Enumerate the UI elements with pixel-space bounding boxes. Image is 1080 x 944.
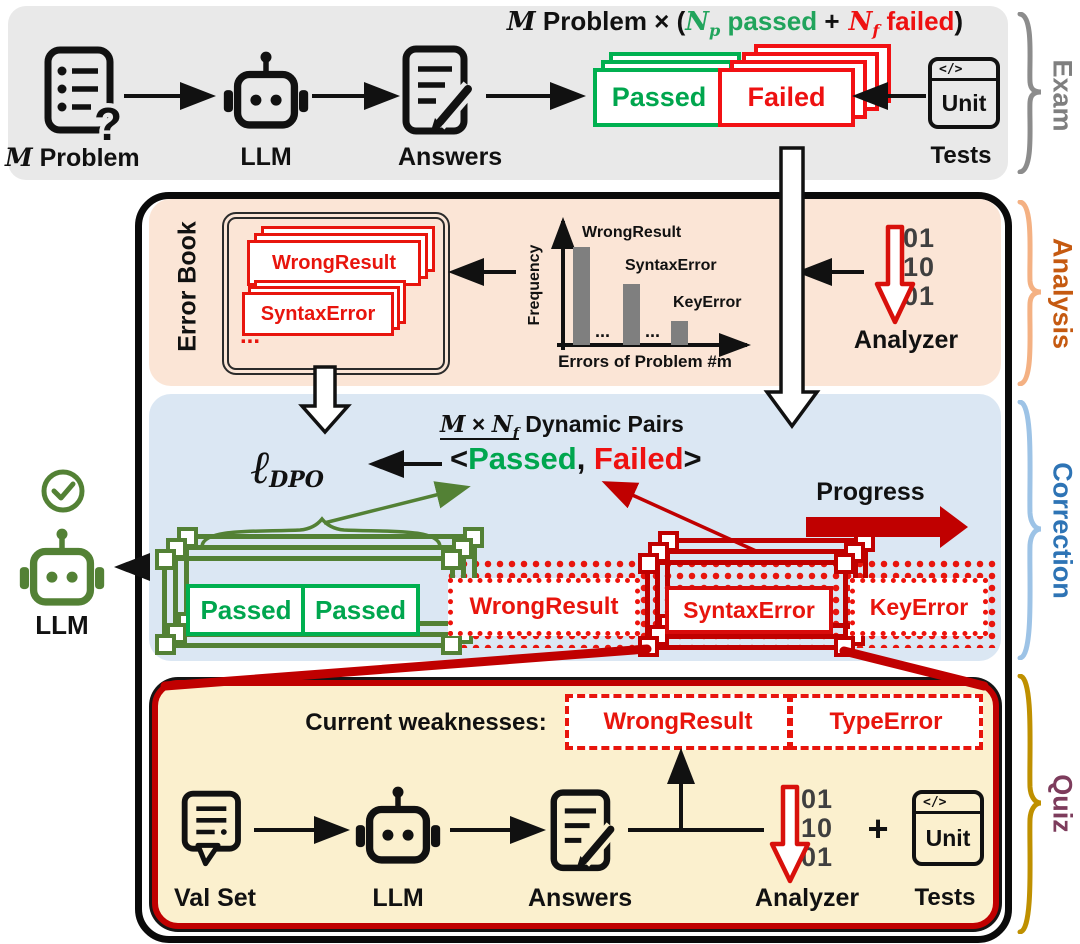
problem-label: M Problem	[5, 143, 140, 172]
chart-xlabel: Errors of Problem #m	[558, 352, 732, 371]
exam-brace	[1017, 12, 1042, 174]
keyerror-card: KeyError	[850, 578, 988, 636]
bar-label-keyerror: KeyError	[673, 294, 741, 311]
exam-header-m: M	[506, 7, 536, 37]
val-set-label: Val Set	[174, 884, 256, 912]
problem-list-icon: ?	[44, 46, 120, 144]
exam-header-passed: passed	[720, 6, 825, 36]
correction-brace	[1017, 400, 1042, 660]
quiz-answers-label: Answers	[528, 884, 633, 912]
bar-syntaxerror	[623, 284, 640, 345]
bar-label-syntaxerror: SyntaxError	[625, 257, 717, 274]
stage-label-exam: Exam	[1047, 59, 1078, 132]
book-card-syntaxerror: SyntaxError	[242, 292, 394, 336]
analyzer-label: Analyzer	[853, 326, 959, 354]
llm-label: LLM	[240, 143, 292, 171]
chart-ylabel: Frequency	[526, 244, 543, 325]
correction-passed-card-2: Passed	[301, 584, 420, 636]
val-set-icon	[181, 790, 241, 867]
quiz-tests-label: Tests	[914, 884, 976, 911]
exam-header-nf: N	[839, 7, 873, 37]
code-icon: </>	[932, 61, 996, 81]
weakness-wrongresult: WrongResult	[565, 694, 791, 750]
progress-label: Progress	[816, 478, 925, 506]
stage-label-analysis: Analysis	[1047, 237, 1078, 350]
tests-label: Tests	[930, 142, 992, 169]
analysis-brace	[1017, 200, 1042, 386]
quiz-analyzer-bits: 01 10 01	[801, 784, 834, 872]
bar-keyerror	[671, 321, 688, 345]
svg-text:?: ?	[94, 98, 120, 144]
unit-tests-icon: </> Unit	[928, 57, 1000, 129]
failed-card: Failed	[718, 68, 855, 127]
tuned-llm-label: LLM	[35, 610, 89, 640]
exam-header-problem: Problem × (	[535, 6, 686, 36]
correction-passed-card-1: Passed	[186, 584, 306, 636]
plus-sign: +	[867, 808, 889, 849]
bar-label-wrongresult: WrongResult	[582, 224, 682, 241]
answers-label: Answers	[398, 143, 503, 171]
passed-card: Passed	[593, 68, 725, 127]
weakness-typeerror: TypeError	[789, 694, 983, 750]
quiz-unit-tests-icon: </> Unit	[912, 790, 984, 866]
exam-header-np: N	[685, 7, 709, 37]
quiz-llm-label: LLM	[372, 884, 424, 912]
exam-header: M Problem × (Np passed + Nf failed)	[506, 6, 964, 41]
quiz-analyzer-label: Analyzer	[754, 884, 860, 912]
error-frequency-chart: WrongResult SyntaxError KeyError ... ...…	[526, 217, 751, 371]
syntaxerror-card: SyntaxError	[665, 586, 833, 634]
exam-header-failed: failed	[879, 6, 955, 36]
dynamic-pairs-title: M × Nf Dynamic Pairs	[440, 411, 684, 442]
quiz-brace	[1017, 674, 1042, 934]
analyzer-bits: 01 10 01	[903, 223, 936, 311]
wrongresult-card: WrongResult	[448, 578, 640, 636]
check-circle-icon	[41, 469, 85, 513]
code-icon: </>	[916, 794, 980, 814]
pair-text: <Passed, Failed>	[450, 441, 702, 476]
llm-robot-icon	[223, 51, 309, 129]
answers-doc-icon	[402, 45, 477, 135]
pair-passed: Passed	[468, 441, 577, 476]
stage-label-correction: Correction	[1047, 462, 1078, 599]
llm-robot-icon-green	[19, 528, 105, 606]
quiz-answers-icon	[550, 789, 619, 872]
pair-failed: Failed	[593, 441, 684, 476]
weaknesses-label: Current weaknesses:	[305, 709, 547, 736]
error-book-label: Error Book	[173, 221, 202, 352]
svg-text:...: ...	[595, 321, 610, 341]
svg-text:...: ...	[645, 321, 660, 341]
dpo-loss: ℓDPO	[250, 440, 324, 494]
bar-wrongresult	[573, 247, 590, 345]
book-ellipsis: ...	[240, 322, 261, 349]
stage-label-quiz: Quiz	[1047, 774, 1078, 833]
quiz-llm-robot-icon	[355, 786, 441, 864]
